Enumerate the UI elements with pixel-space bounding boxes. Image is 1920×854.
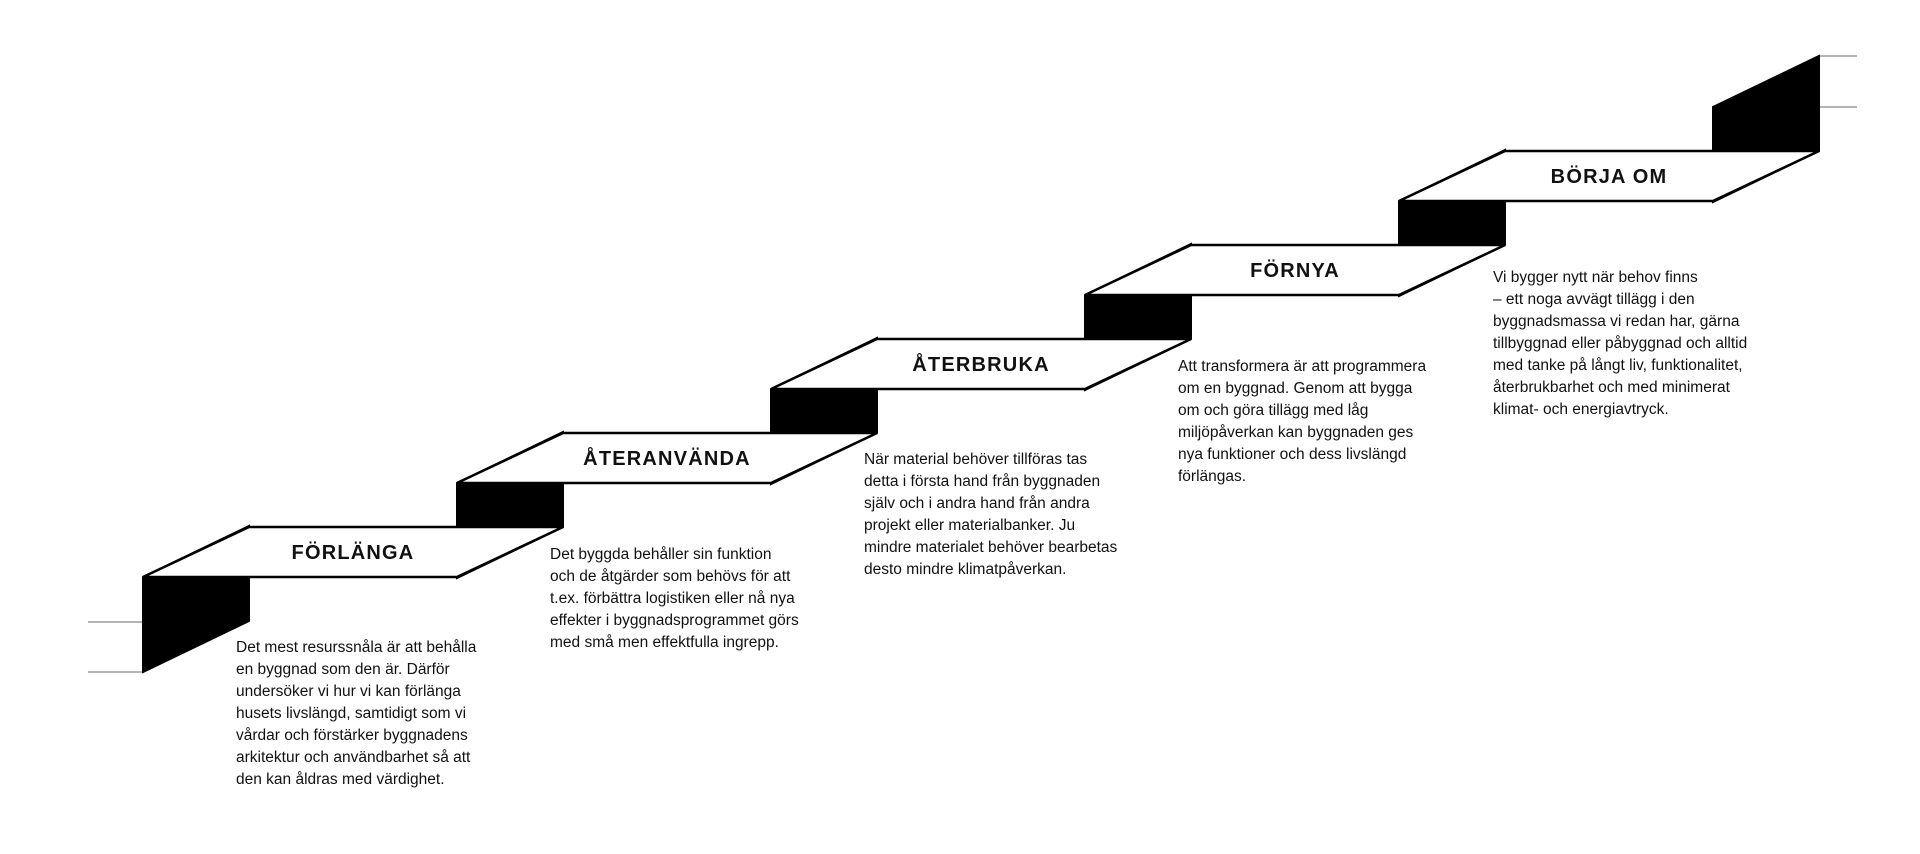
step-title-fornya: FÖRNYA — [1250, 259, 1340, 282]
step-tread-ateranvanda — [456, 431, 878, 485]
step-tread-fornya — [1084, 243, 1506, 297]
step-description-forlanga: Det mest resurssnåla är att behålla en b… — [236, 639, 477, 788]
step-tread-borja-om — [1398, 149, 1820, 203]
step-title-forlanga: FÖRLÄNGA — [292, 541, 415, 564]
step-title-borja-om: BÖRJA OM — [1551, 165, 1668, 188]
step-description-borja-om: Vi bygger nytt när behov finns – ett nog… — [1493, 269, 1748, 418]
step-description-ateranvanda: Det byggda behåller sin funktion och de … — [550, 546, 799, 651]
step-labels: FÖRLÄNGA ÅTERANVÄNDA ÅTERBRUKA FÖRNYA BÖRJA … — [292, 165, 1668, 564]
step-description-fornya: Att transformera är att programmera om e… — [1178, 358, 1427, 485]
step-treads — [142, 149, 1820, 579]
step-title-aterbruka: ÅTERBRUKA — [912, 352, 1049, 376]
step-title-ateranvanda: ÅTERANVÄNDA — [583, 446, 751, 470]
step-tread-forlanga — [142, 525, 564, 579]
step-description-aterbruka: När material behöver tillföras tas detta… — [864, 451, 1118, 578]
step-tread-aterbruka — [770, 337, 1192, 391]
